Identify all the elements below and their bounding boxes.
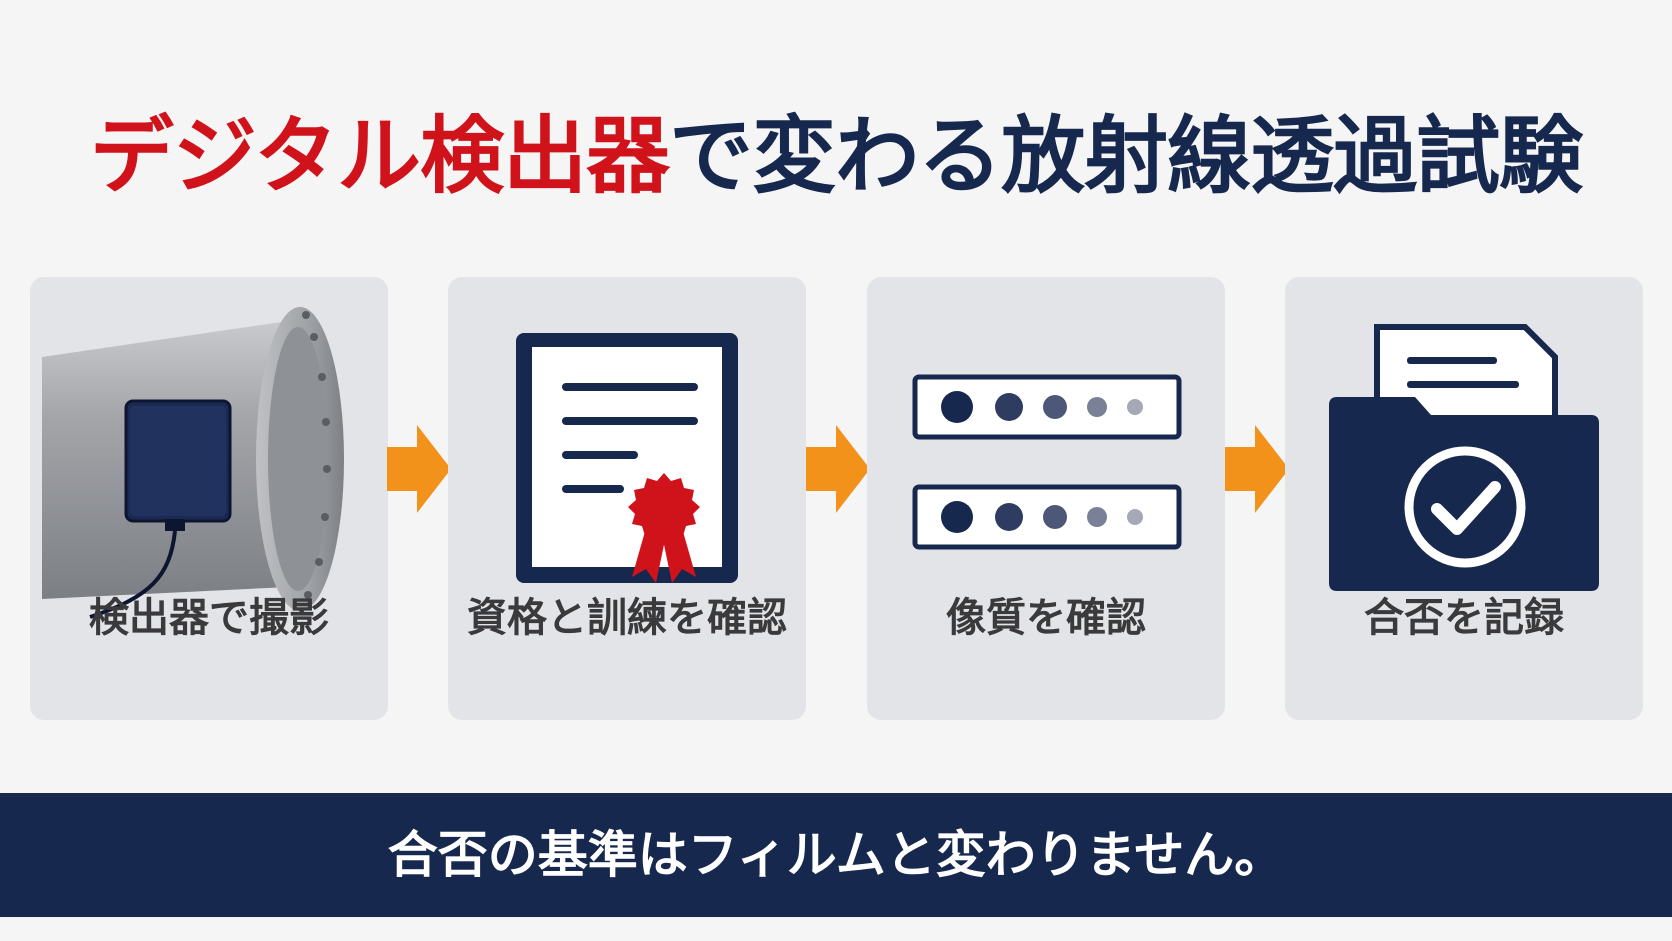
- image-quality-icon: [912, 374, 1182, 550]
- title-highlight: デジタル検出器: [89, 107, 670, 205]
- step-card-image-quality: 像質を確認: [867, 277, 1225, 720]
- step-label: 像質を確認: [946, 595, 1146, 641]
- banner-text: 合否の基準はフィルムと変わりません。: [387, 826, 1285, 884]
- arrow-right-icon: [806, 425, 870, 513]
- step-card-certification: 資格と訓練を確認: [448, 277, 806, 720]
- title-rest: で変わる放射線透過試験: [669, 107, 1583, 205]
- step-label: 資格と訓練を確認: [467, 595, 787, 641]
- pipe-detector-icon: [42, 307, 344, 619]
- page-title: デジタル検出器で変わる放射線透過試験: [0, 96, 1672, 216]
- step-card-capture: 検出器で撮影: [30, 277, 388, 720]
- step-card-record: 合否を記録: [1285, 277, 1643, 720]
- conclusion-banner: 合否の基準はフィルムと変わりません。: [0, 793, 1672, 917]
- folder-check-icon: [1329, 324, 1599, 591]
- step-label: 合否を記録: [1364, 595, 1564, 641]
- certificate-icon: [516, 333, 738, 583]
- arrow-right-icon: [387, 425, 451, 513]
- step-label: 検出器で撮影: [89, 595, 329, 641]
- arrow-right-icon: [1225, 425, 1289, 513]
